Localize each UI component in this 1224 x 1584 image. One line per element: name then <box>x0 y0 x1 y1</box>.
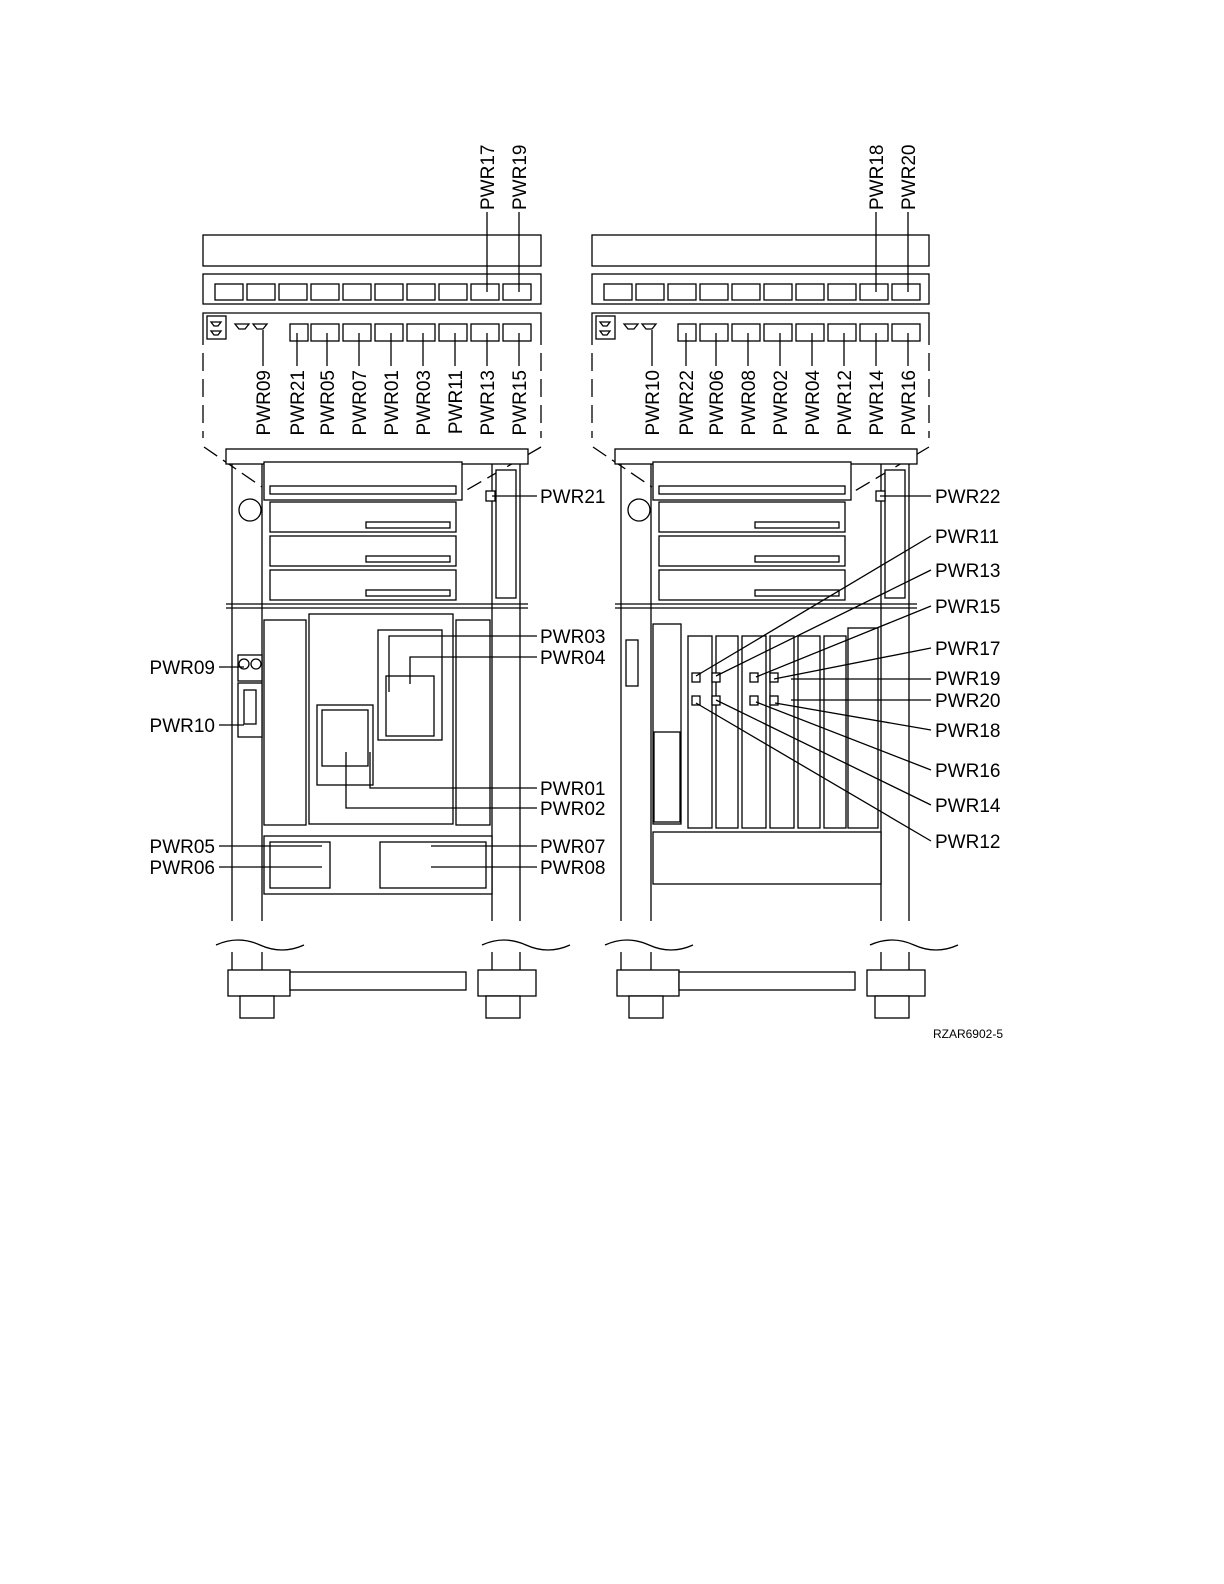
label-pwr02-left-unit: PWR02 <box>540 799 605 820</box>
label-pwr01-left-unit: PWR01 <box>540 779 605 800</box>
label-pwr16-top: PWR16 <box>899 370 920 435</box>
label-pwr11-top: PWR11 <box>446 370 467 434</box>
label-pwr12-top: PWR12 <box>835 370 856 435</box>
label-pwr20-top: PWR20 <box>899 145 920 210</box>
left-lower-connectors <box>290 324 531 341</box>
label-pwr18-top: PWR18 <box>867 145 888 210</box>
label-pwr13-top: PWR13 <box>478 370 499 435</box>
label-pwr07-top: PWR07 <box>350 370 371 435</box>
figure-id: RZAR6902-5 <box>933 1027 1003 1041</box>
label-pwr21-top: PWR21 <box>288 370 309 435</box>
label-pwr14-top: PWR14 <box>867 370 888 436</box>
label-pwr06-top: PWR06 <box>707 370 728 435</box>
label-pwr06-left-unit: PWR06 <box>150 858 215 879</box>
label-pwr17-top: PWR17 <box>478 145 499 210</box>
label-pwr20-right-unit: PWR20 <box>935 691 1000 712</box>
label-pwr22-top: PWR22 <box>677 370 698 435</box>
label-pwr17-right-unit: PWR17 <box>935 639 1000 660</box>
left-top-panel <box>203 235 541 266</box>
label-pwr08-left-unit: PWR08 <box>540 858 605 879</box>
right-top-panel <box>592 235 929 266</box>
label-pwr19-top: PWR19 <box>510 145 531 210</box>
label-pwr19-right-unit: PWR19 <box>935 669 1000 690</box>
label-pwr09-left-unit: PWR09 <box>150 658 215 679</box>
label-pwr22-right-unit: PWR22 <box>935 487 1000 508</box>
label-pwr14-right-unit: PWR14 <box>935 796 1001 817</box>
label-pwr01-top: PWR01 <box>382 370 403 435</box>
label-pwr07-left-unit: PWR07 <box>540 837 605 858</box>
label-pwr05-left-unit: PWR05 <box>150 837 215 858</box>
label-pwr08-top: PWR08 <box>739 370 760 435</box>
label-pwr09-top: PWR09 <box>254 370 275 435</box>
label-pwr15-right-unit: PWR15 <box>935 597 1000 618</box>
label-pwr02-top: PWR02 <box>771 370 792 435</box>
label-pwr13-right-unit: PWR13 <box>935 561 1000 582</box>
label-pwr16-right-unit: PWR16 <box>935 761 1000 782</box>
right-lower-connectors <box>678 324 920 341</box>
label-pwr15-top: PWR15 <box>510 370 531 435</box>
label-pwr03-left-unit: PWR03 <box>540 627 605 648</box>
label-pwr21-left-unit: PWR21 <box>540 487 605 508</box>
right-unit <box>592 235 958 1018</box>
label-pwr04-left-unit: PWR04 <box>540 648 606 669</box>
label-pwr10-left-unit: PWR10 <box>150 716 215 737</box>
left-unit <box>203 235 570 1018</box>
label-pwr12-right-unit: PWR12 <box>935 832 1000 853</box>
label-pwr03-top: PWR03 <box>414 370 435 435</box>
label-pwr04-top: PWR04 <box>803 370 824 436</box>
label-pwr10-top: PWR10 <box>643 370 664 435</box>
label-pwr18-right-unit: PWR18 <box>935 721 1000 742</box>
label-pwr05-top: PWR05 <box>318 370 339 435</box>
label-pwr11-right-unit: PWR11 <box>935 527 999 548</box>
